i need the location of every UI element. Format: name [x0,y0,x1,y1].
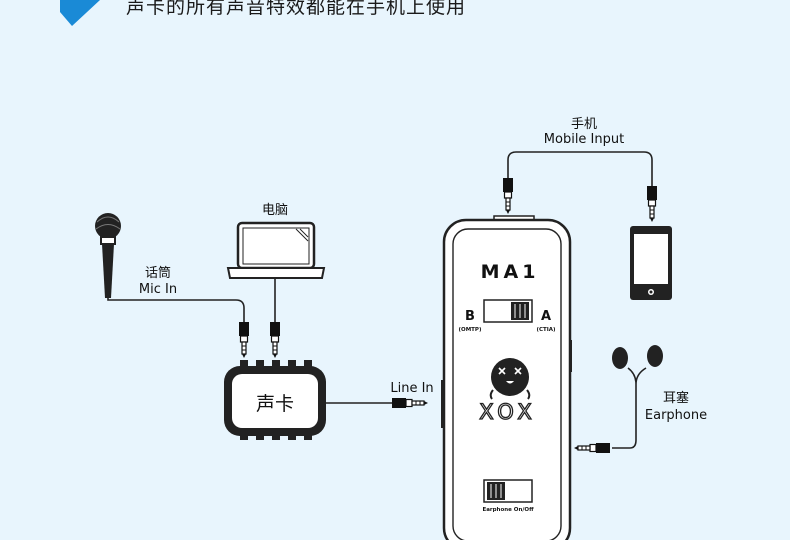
device-top-jack-plug [502,177,514,215]
earphone-jack-plug [573,442,611,454]
earphone-power-switch[interactable] [483,479,533,503]
computer-jack-plug [269,321,281,359]
laptop-icon [226,221,326,279]
computer-label: 电脑 [262,203,288,218]
soundcard-device [224,360,326,440]
omtp-ctia-switch[interactable] [483,299,533,323]
earphone-cable [612,367,647,449]
switch-left-sublabel: (OMTP) [459,327,482,333]
header-text: 声卡的所有声音特效都能在手机上使用 [126,0,467,18]
microphone-icon [95,213,121,298]
phone-label-en: Mobile Input [544,132,624,147]
mic-cable [107,298,245,322]
cables [107,151,653,449]
phone-cable [507,151,653,186]
earphone-label-en: Earphone [645,408,707,423]
mascot-logo [489,358,531,400]
phone-jack-plug [646,185,658,223]
header-accent-shape [60,0,100,26]
switch-right-label: A [541,309,551,324]
line-in-label: Line In [390,381,433,396]
switch-right-sublabel: (CTIA) [536,327,556,333]
soundcard-label: 声卡 [256,393,294,415]
device-model-label: MA1 [481,261,540,283]
mic-label-en: Mic In [139,282,177,297]
smartphone-icon [630,226,672,300]
earphones-icon [612,345,663,369]
earphone-switch-label: Earphone On/Off [482,507,534,513]
phone-label-cn: 手机 [571,117,597,132]
line-in-jack-plug [391,397,429,409]
mic-jack-plug [238,321,250,359]
switch-left-label: B [465,309,475,324]
earphone-label-cn: 耳塞 [663,390,689,406]
brand-label: XOX [479,400,537,424]
mic-label-cn: 话筒 [145,265,171,281]
